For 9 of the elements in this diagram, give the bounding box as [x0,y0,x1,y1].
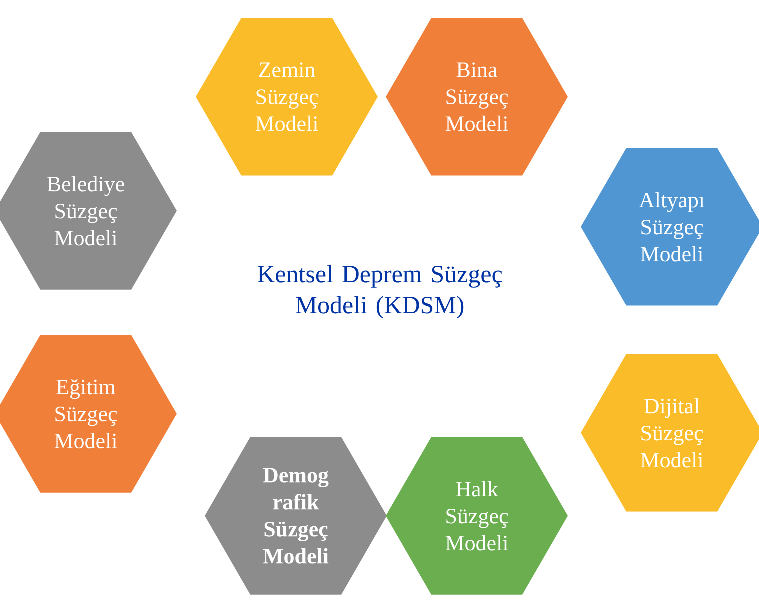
hexagon: Demog rafik Süzgeç Modeli [205,437,387,595]
hexagon: Bina Süzgeç Modeli [386,18,568,176]
hexagon: Belediye Süzgeç Modeli [0,132,177,290]
hexagon: Eğitim Süzgeç Modeli [0,335,177,493]
hexagon: Dijital Süzgeç Modeli [581,354,759,512]
center-title: Kentsel Deprem Süzgeç Modeli (KDSM) [258,265,502,319]
hexagon: Zemin Süzgeç Modeli [196,18,378,176]
hexagon: Halk Süzgeç Modeli [386,437,568,595]
hexagon: Altyapı Süzgeç Modeli [581,148,759,306]
